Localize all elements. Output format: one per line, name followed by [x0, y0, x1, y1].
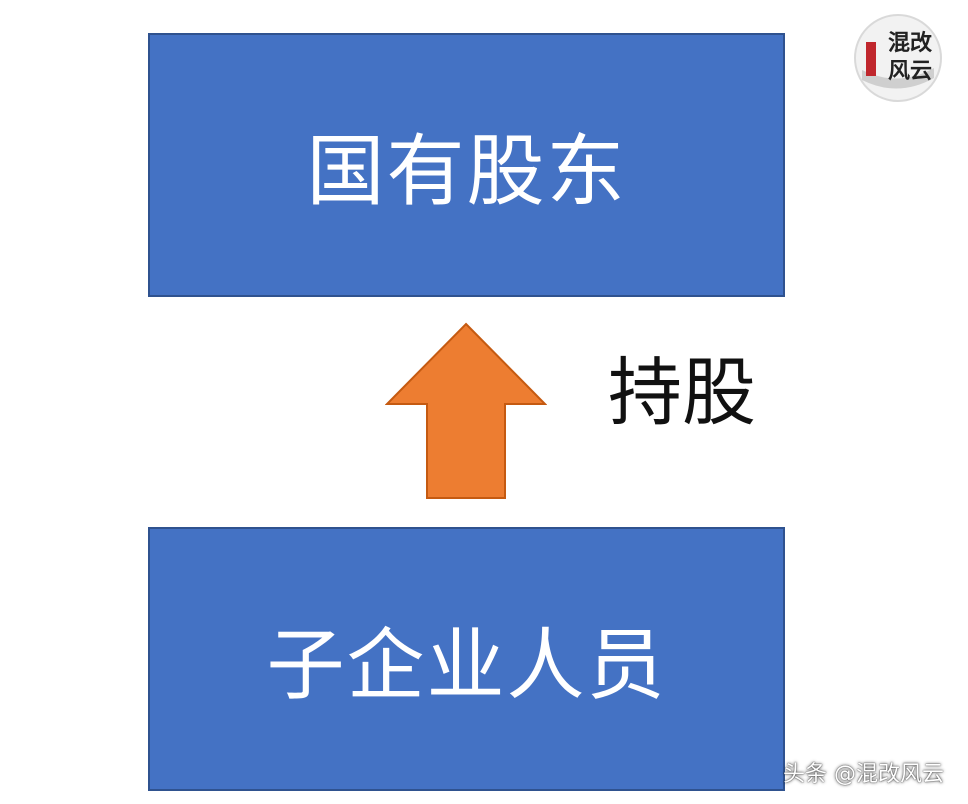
svg-text:混改: 混改	[888, 30, 933, 56]
state-shareholder-label: 国有股东	[306, 127, 627, 217]
up-arrow-icon	[385, 322, 547, 499]
shareholding-label: 持股	[608, 350, 756, 436]
brand-logo: 混改 风云	[854, 14, 942, 102]
subsidiary-staff-label: 子企业人员	[266, 621, 667, 711]
svg-text:风云: 风云	[888, 58, 932, 84]
source-watermark: 头条 @混改风云	[783, 762, 944, 787]
subsidiary-staff-box: 子企业人员	[148, 527, 785, 791]
state-shareholder-box: 国有股东	[148, 33, 785, 297]
